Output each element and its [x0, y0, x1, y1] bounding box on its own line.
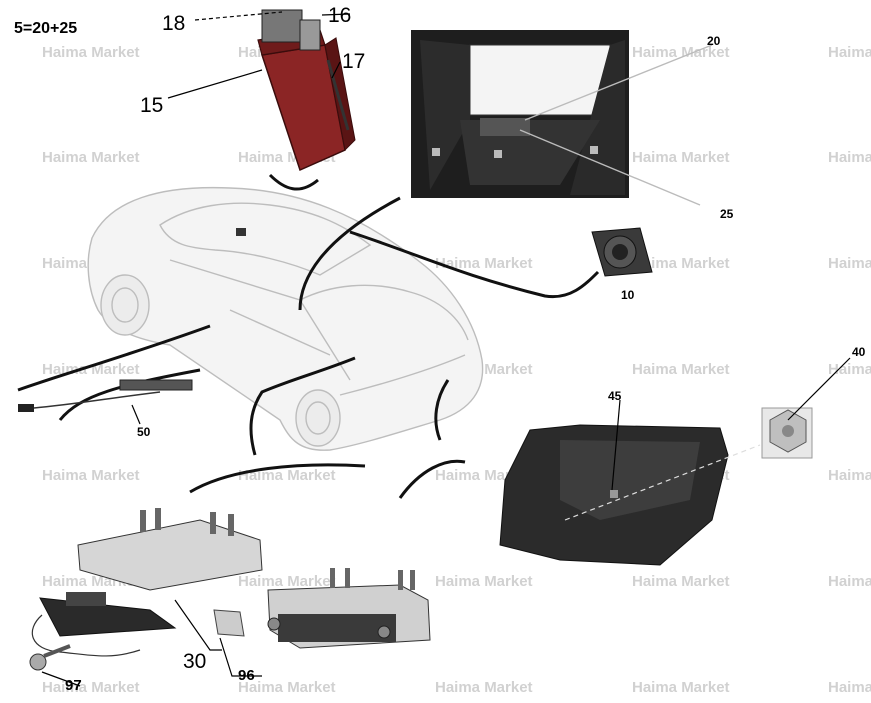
bracket-photo: [411, 30, 713, 206]
trunk-bracket-part: [499, 399, 761, 566]
watermark: Haima Market: [435, 255, 533, 272]
part-label-50: 50: [137, 425, 151, 439]
watermark: Haima Market: [42, 467, 140, 484]
part-label-40: 40: [852, 345, 866, 359]
watermark: Haima Market: [42, 361, 140, 378]
part-label-25: 25: [720, 207, 734, 221]
assembly-formula: 5=20+25: [14, 20, 77, 37]
part-label-20: 20: [707, 34, 721, 48]
watermark: Haima Market: [828, 679, 871, 696]
watermark: Haima Market: [42, 44, 140, 61]
watermark: Haima Market: [632, 149, 730, 166]
battery-assembly: [257, 9, 356, 172]
watermark: Haima Market: [632, 255, 730, 272]
antenna-part: [18, 379, 193, 425]
watermark: Haima Market: [42, 679, 140, 696]
watermark: Haima Market: [632, 679, 730, 696]
part-label-96: 96: [238, 667, 255, 684]
receiver-assembly: [29, 508, 431, 687]
nut-part: [761, 357, 851, 459]
watermark: Haima Market: [828, 255, 871, 272]
part-label-18: 18: [162, 12, 185, 35]
watermark: Haima Market: [632, 573, 730, 590]
watermark: Haima Market: [435, 573, 533, 590]
part-label-97: 97: [65, 677, 82, 694]
car-illustration: [87, 186, 484, 451]
watermark: Haima Market: [632, 361, 730, 378]
watermark: Haima Market: [238, 467, 336, 484]
watermark: Haima Market: [828, 361, 871, 378]
car-mount-marker: [236, 228, 246, 236]
leader-lines: [167, 11, 351, 99]
watermark: Haima Market: [828, 573, 871, 590]
sensor-part: [591, 227, 653, 277]
part-label-17: 17: [342, 50, 365, 73]
callout-lines: [17, 173, 600, 499]
bolt-part: [29, 644, 71, 671]
part-label-15: 15: [140, 94, 163, 117]
watermark: Haima Market: [238, 573, 336, 590]
part-label-10: 10: [621, 288, 635, 302]
part-label-45: 45: [608, 389, 622, 403]
watermark: Haima Market: [828, 467, 871, 484]
part-label-16: 16: [328, 4, 351, 27]
watermark: Haima Market: [435, 679, 533, 696]
watermark: Haima Market: [238, 679, 336, 696]
watermark: Haima Market: [828, 149, 871, 166]
watermark: Haima Market: [42, 149, 140, 166]
watermark: Haima Market: [828, 44, 871, 61]
part-label-30: 30: [183, 650, 206, 673]
